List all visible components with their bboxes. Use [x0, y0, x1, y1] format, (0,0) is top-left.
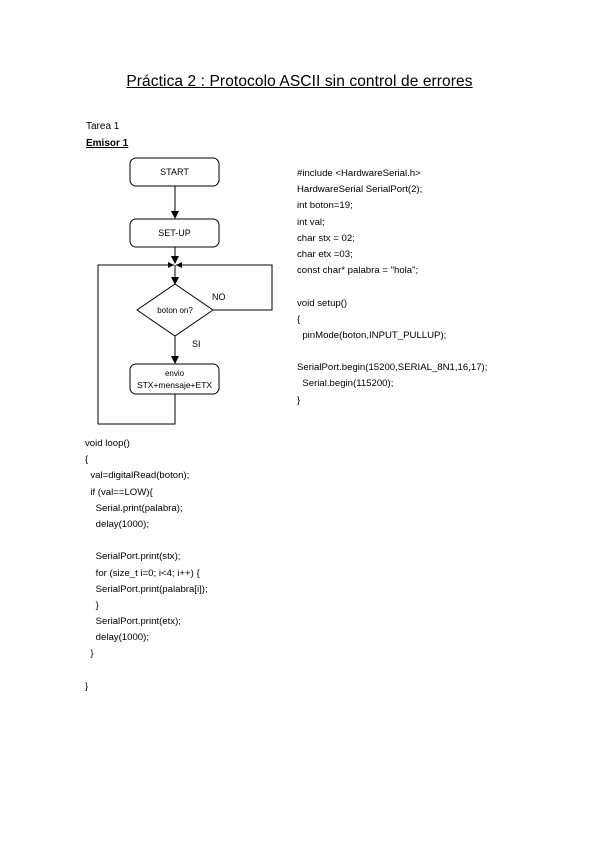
code-line: } — [85, 599, 99, 611]
code-line — [297, 344, 487, 360]
code-line: char stx = 02; — [297, 232, 355, 244]
code-line: pinMode(boton,INPUT_PULLUP); — [297, 329, 447, 341]
code-line: } — [297, 394, 301, 406]
code-line: val=digitalRead(boton); — [85, 470, 190, 482]
code-line — [297, 279, 487, 295]
code-line: SerialPort.print(stx); — [85, 551, 181, 563]
code-line: #include <HardwareSerial.h> — [297, 168, 421, 179]
start-label: START — [160, 167, 189, 177]
code-line: const char* palabra = "hola"; — [297, 265, 419, 277]
code-line: int boton=19; — [297, 200, 353, 212]
code-setup-block: #include <HardwareSerial.h> HardwareSeria… — [297, 166, 487, 409]
code-line: for (size_t i=0; i<4; i++) { — [85, 567, 200, 579]
code-line: void loop() — [85, 438, 130, 449]
code-line: SerialPort.print(palabra[i]); — [85, 583, 208, 595]
code-line: SerialPort.begin(15200,SERIAL_8N1,16,17)… — [297, 362, 488, 374]
code-line: void setup() — [297, 297, 348, 309]
decision-label: boton on? — [157, 306, 193, 315]
code-line: delay(1000); — [85, 518, 149, 530]
code-line: } — [85, 648, 94, 660]
code-line: int val; — [297, 216, 325, 228]
action-label-line1: envio — [165, 369, 185, 378]
action-label-line2: STX+mensaje+ETX — [137, 380, 212, 390]
setup-label: SET-UP — [158, 228, 191, 238]
code-line: char etx =03; — [297, 248, 353, 260]
code-loop-block: void loop() { val=digitalRead(boton); if … — [85, 436, 208, 695]
code-line: { — [85, 454, 89, 466]
code-line: } — [85, 680, 89, 692]
code-line: HardwareSerial SerialPort(2); — [297, 184, 423, 196]
code-line: delay(1000); — [85, 632, 149, 644]
code-line: { — [297, 313, 301, 325]
code-line: Serial.begin(115200); — [297, 378, 394, 390]
page-title: Práctica 2 : Protocolo ASCII sin control… — [126, 73, 473, 90]
code-line: SerialPort.print(etx); — [85, 616, 181, 628]
section-label: Emisor 1 — [86, 138, 129, 149]
no-branch-line — [176, 264, 273, 311]
code-line — [85, 533, 208, 549]
no-label: NO — [212, 292, 226, 302]
code-line: if (val==LOW){ — [85, 486, 153, 498]
code-line: Serial.print(palabra); — [85, 502, 183, 514]
yes-label: SI — [192, 339, 201, 349]
loop-back-line — [97, 264, 176, 425]
code-line — [85, 663, 208, 679]
task-label: Tarea 1 — [86, 121, 120, 132]
